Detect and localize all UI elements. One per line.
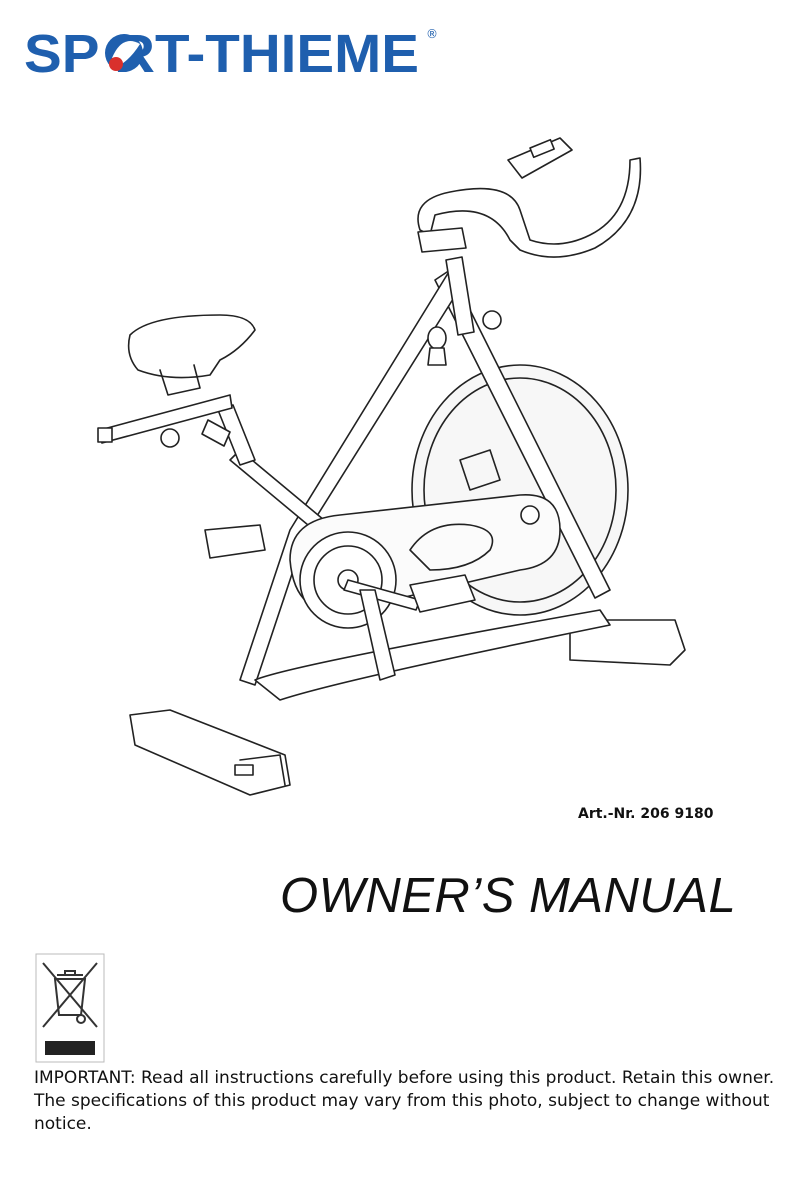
important-notice: IMPORTANT: Read all instructions careful… bbox=[34, 1067, 784, 1136]
specifications-text: The specifications of this product may v… bbox=[34, 1091, 770, 1134]
svg-text:®: ® bbox=[426, 27, 438, 41]
rear-stabilizer bbox=[129, 709, 291, 796]
article-number: Art.-Nr. 206 9180 bbox=[578, 806, 714, 822]
svg-text:SP RT-THIEME: SP RT-THIEME bbox=[24, 24, 419, 84]
page-title: OWNER’S MANUAL bbox=[280, 869, 737, 923]
spinning-bike-illustration bbox=[97, 137, 686, 796]
sport-thieme-logo: SP RT-THIEME ® bbox=[24, 24, 438, 84]
crossed-out-wheelie-bin-icon bbox=[35, 953, 105, 1063]
important-text: IMPORTANT: Read all instructions careful… bbox=[34, 1068, 775, 1088]
